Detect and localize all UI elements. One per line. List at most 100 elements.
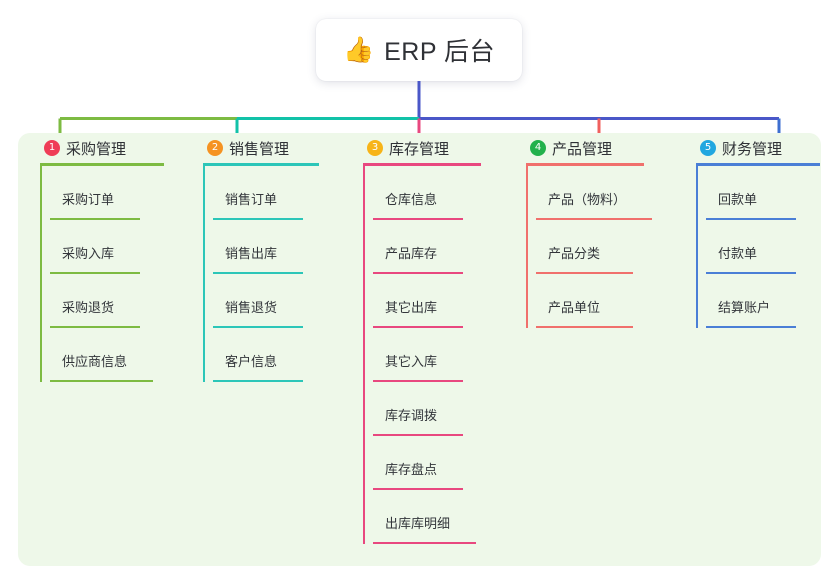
branch-item-label: 其它出库 [385,300,438,315]
branch-number-badge: 4 [530,140,546,156]
branch-column-1: 1 采购管理采购订单采购入库采购退货供应商信息 [40,133,190,382]
branch-header-4[interactable]: 4 产品管理 [526,133,676,163]
branch-item-rule [706,326,796,328]
branch-item-list: 产品（物料） 产品分类产品单位 [526,166,676,328]
branch-item-list: 销售订单销售出库销售退货客户信息 [203,166,353,382]
branch-item[interactable]: 回款单 [706,166,836,220]
branch-item[interactable]: 客户信息 [213,328,353,382]
branch-header-rule [696,163,820,166]
branch-column-3: 3 库存管理仓库信息产品库存其它出库其它入库库存调拨库存盘点出库库明细 [363,133,513,544]
branch-item-label: 采购订单 [62,192,115,207]
branch-item-label: 采购退货 [62,300,115,315]
branch-number-badge: 2 [207,140,223,156]
branch-item[interactable]: 其它入库 [373,328,513,382]
branch-item-rule [50,326,140,328]
branch-item-list: 仓库信息产品库存其它出库其它入库库存调拨库存盘点出库库明细 [363,166,513,544]
branch-item[interactable]: 销售退货 [213,274,353,328]
branch-column-4: 4 产品管理产品（物料） 产品分类产品单位 [526,133,676,328]
branch-item-rule [373,326,463,328]
branch-title: 采购管理 [66,140,127,158]
thumbs-up-icon: 👍 [342,35,375,64]
branch-item[interactable]: 库存调拨 [373,382,513,436]
branch-item-rule [50,380,153,382]
branch-item-label: 其它入库 [385,354,438,369]
branch-title: 库存管理 [389,140,450,158]
branch-header-3[interactable]: 3 库存管理 [363,133,513,163]
branch-item-label: 结算账户 [718,300,771,315]
branch-number-badge: 3 [367,140,383,156]
branch-item-rule [213,218,303,220]
branch-item-label: 销售出库 [225,246,278,261]
branch-item-rule [373,434,463,436]
branch-header-2[interactable]: 2 销售管理 [203,133,353,163]
branch-item[interactable]: 采购订单 [50,166,190,220]
branch-header-rule [40,163,164,166]
branch-item-rule [706,272,796,274]
branch-item[interactable]: 产品库存 [373,220,513,274]
branch-title: 产品管理 [552,140,613,158]
branch-item-label: 采购入库 [62,246,115,261]
branch-item-rule [373,380,463,382]
branch-item[interactable]: 采购入库 [50,220,190,274]
root-node-card[interactable]: 👍 ERP 后台 [316,19,522,81]
branch-item-label: 库存调拨 [385,408,438,423]
branch-item-label: 回款单 [718,192,758,207]
branch-item-label: 供应商信息 [62,354,128,369]
branch-title: 销售管理 [229,140,290,158]
branch-item-list: 采购订单采购入库采购退货供应商信息 [40,166,190,382]
branch-item-label: 仓库信息 [385,192,438,207]
branch-item-rule [536,218,652,220]
branch-number-badge: 5 [700,140,716,156]
branch-column-2: 2 销售管理销售订单销售出库销售退货客户信息 [203,133,353,382]
branch-item-label: 销售退货 [225,300,278,315]
branches-panel [18,133,821,566]
branch-item[interactable]: 产品单位 [536,274,676,328]
branch-item[interactable]: 出库库明细 [373,490,513,544]
branch-item[interactable]: 供应商信息 [50,328,190,382]
branch-item-rule [213,380,303,382]
branch-item[interactable]: 结算账户 [706,274,836,328]
branch-item-list: 回款单付款单结算账户 [696,166,836,328]
branch-spine [40,166,42,382]
branch-item-rule [213,326,303,328]
branch-header-rule [203,163,319,166]
branch-item-rule [536,326,633,328]
branch-item[interactable]: 仓库信息 [373,166,513,220]
branch-item-rule [706,218,796,220]
branch-header-1[interactable]: 1 采购管理 [40,133,190,163]
branch-item-rule [373,272,463,274]
branch-item-label: 销售订单 [225,192,278,207]
branch-item-label: 客户信息 [225,354,278,369]
branch-item-label: 库存盘点 [385,462,438,477]
branch-item-label: 产品库存 [385,246,438,261]
branch-item[interactable]: 销售订单 [213,166,353,220]
branch-item-rule [373,542,476,544]
branch-item-label: 出库库明细 [385,516,451,531]
branch-spine [526,166,528,328]
branch-item[interactable]: 其它出库 [373,274,513,328]
branch-item-rule [373,218,463,220]
branch-item[interactable]: 采购退货 [50,274,190,328]
branch-item-label: 产品分类 [548,246,601,261]
branch-item[interactable]: 产品（物料） [536,166,676,220]
branch-item-rule [373,488,463,490]
branch-item-label: 产品（物料） [548,192,627,207]
branch-item-rule [213,272,303,274]
branch-item-label: 产品单位 [548,300,601,315]
root-node-title: ERP 后台 [384,38,496,66]
branch-item-rule [536,272,633,274]
branch-item[interactable]: 付款单 [706,220,836,274]
branch-columns: 1 采购管理采购订单采购入库采购退货供应商信息 2 销售管理销售订单销售出库销售退货客… [18,133,821,566]
branch-item-label: 付款单 [718,246,758,261]
branch-spine [363,166,365,544]
branch-spine [696,166,698,328]
branch-number-badge: 1 [44,140,60,156]
branch-spine [203,166,205,382]
branch-item-rule [50,218,140,220]
branch-item[interactable]: 产品分类 [536,220,676,274]
branch-item[interactable]: 销售出库 [213,220,353,274]
branch-item[interactable]: 库存盘点 [373,436,513,490]
